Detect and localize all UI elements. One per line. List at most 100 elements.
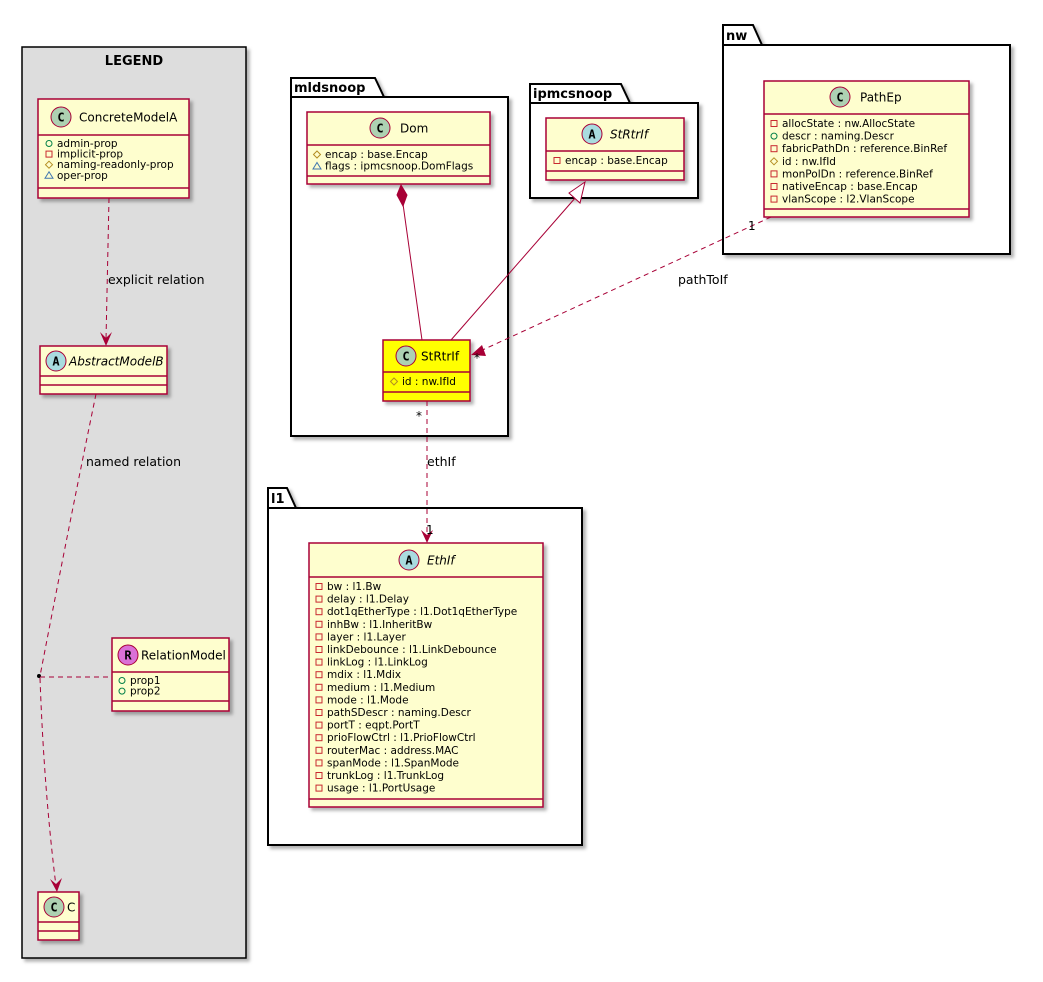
legend-panel: LEGEND C ConcreteModelA admin-propimplic…: [21, 46, 247, 959]
package-name: l1: [271, 492, 285, 507]
class-member: delay : l1.Delay: [327, 594, 409, 606]
class-stereotype-letter: C: [402, 350, 409, 364]
class-member: trunkLog : l1.TrunkLog: [327, 770, 444, 782]
private-visibility-icon: [315, 595, 323, 603]
protected-visibility-icon: [389, 377, 399, 386]
explicit-relation-label: explicit relation: [108, 272, 205, 287]
private-visibility-icon: [770, 145, 778, 153]
abstract-stereotype-icon: [581, 123, 603, 145]
relation-label: ethIf: [427, 454, 456, 469]
protected-visibility-icon: [769, 157, 779, 166]
protected-visibility-icon: [312, 150, 322, 159]
class-member: encap : base.Encap: [325, 149, 428, 161]
class-member: allocState : nw.AllocState: [782, 118, 915, 130]
relation-stereotype-icon: [117, 644, 139, 666]
class-member: bw : l1.Bw: [327, 581, 382, 593]
multiplicity-from: 1: [748, 219, 756, 233]
class-member: prop1: [130, 675, 161, 687]
legend-concrete-members: admin-propimplicit-propnaming-readonly-p…: [44, 138, 174, 182]
package-name: ipmcsnoop: [533, 87, 612, 102]
relation-label: pathToIf: [678, 272, 728, 287]
explicit-relation-edge: [105, 197, 110, 341]
legend-title: LEGEND: [105, 54, 164, 69]
legend-abstract-name: AbstractModelB: [68, 355, 164, 369]
named-relation-edge-tail: [39, 677, 57, 887]
class-member: descr : naming.Descr: [782, 131, 895, 143]
private-visibility-icon: [315, 620, 323, 628]
class-member: mdix : l1.Mdix: [327, 669, 401, 681]
package-name: mldsnoop: [294, 81, 365, 96]
class-member: prioFlowCtrl : l1.PrioFlowCtrl: [327, 732, 476, 744]
class-name: StRtrIf: [421, 350, 460, 364]
public-visibility-icon: [118, 677, 126, 684]
private-visibility-icon: [315, 658, 323, 666]
private-visibility-icon: [315, 683, 323, 691]
class-stereotype-letter: C: [836, 91, 843, 105]
public-visibility-icon: [45, 140, 53, 147]
class-member: admin-prop: [57, 138, 118, 150]
private-visibility-icon: [315, 583, 323, 590]
class-member: id : nw.IfId: [782, 156, 836, 168]
class-member: dot1qEtherType : l1.Dot1qEtherType: [327, 606, 517, 618]
relation-ethif: ethIf * 1: [416, 401, 456, 543]
composition-diamond-icon: [396, 183, 408, 208]
package-visibility-icon: [312, 161, 322, 170]
class-member: usage : l1.PortUsage: [327, 783, 435, 795]
private-visibility-icon: [770, 183, 778, 190]
private-visibility-icon: [315, 759, 323, 767]
class-members: encap : base.Encap: [553, 155, 668, 167]
class-stereotype-letter: C: [57, 111, 64, 125]
private-visibility-icon: [770, 170, 778, 178]
public-visibility-icon: [118, 687, 126, 695]
class-member: mode : l1.Mode: [327, 694, 409, 706]
class-member: fabricPathDn : reference.BinRef: [782, 143, 947, 155]
private-visibility-icon: [315, 696, 323, 704]
private-visibility-icon: [315, 772, 323, 779]
private-visibility-icon: [315, 671, 323, 679]
private-visibility-icon: [770, 120, 778, 127]
class-member: medium : l1.Medium: [327, 682, 435, 694]
legend-concrete-class[interactable]: C ConcreteModelA admin-propimplicit-prop…: [37, 98, 190, 199]
private-visibility-icon: [770, 195, 778, 203]
private-visibility-icon: [315, 646, 323, 653]
class-strtrif-abstract[interactable]: A StRtrIf encap : base.Encap: [545, 117, 685, 181]
class-member: spanMode : l1.SpanMode: [327, 757, 459, 769]
class-pathep[interactable]: C PathEp allocState : nw.AllocStatedescr…: [763, 80, 970, 218]
arrowhead-icon: [50, 878, 62, 892]
private-visibility-icon: [315, 734, 323, 742]
class-member: linkLog : l1.LinkLog: [327, 657, 428, 669]
class-stereotype-letter: A: [405, 554, 413, 568]
class-member: prop2: [130, 686, 161, 698]
class-strtrif-highlighted[interactable]: C StRtrIf id : nw.IfId: [382, 339, 471, 402]
class-member: naming-readonly-prop: [57, 159, 174, 171]
relation-pathtoif: pathToIf 1 *: [471, 216, 772, 365]
multiplicity-to: 1: [426, 523, 434, 537]
class-member: id : nw.IfId: [402, 376, 456, 388]
arrowhead-icon: [421, 530, 433, 543]
class-stereotype-icon: [829, 86, 851, 108]
class-member: inhBw : l1.InheritBw: [327, 619, 433, 631]
class-name: StRtrIf: [610, 128, 650, 142]
class-stereotype-letter: A: [52, 355, 60, 369]
legend-abstract-class[interactable]: A AbstractModelB: [39, 345, 168, 395]
legend-c-class[interactable]: C C: [37, 891, 80, 941]
private-visibility-icon: [315, 721, 323, 729]
private-visibility-icon: [315, 746, 323, 754]
class-stereotype-letter: A: [588, 128, 596, 142]
class-member: portT : eqpt.PortT: [327, 720, 420, 732]
private-visibility-icon: [315, 784, 323, 792]
class-member: monPolDn : reference.BinRef: [782, 168, 933, 180]
package-name: nw: [726, 29, 747, 44]
class-members: id : nw.IfId: [389, 376, 456, 388]
generalization-edge: [450, 180, 586, 341]
private-visibility-icon: [315, 608, 323, 616]
private-visibility-icon: [315, 709, 323, 716]
